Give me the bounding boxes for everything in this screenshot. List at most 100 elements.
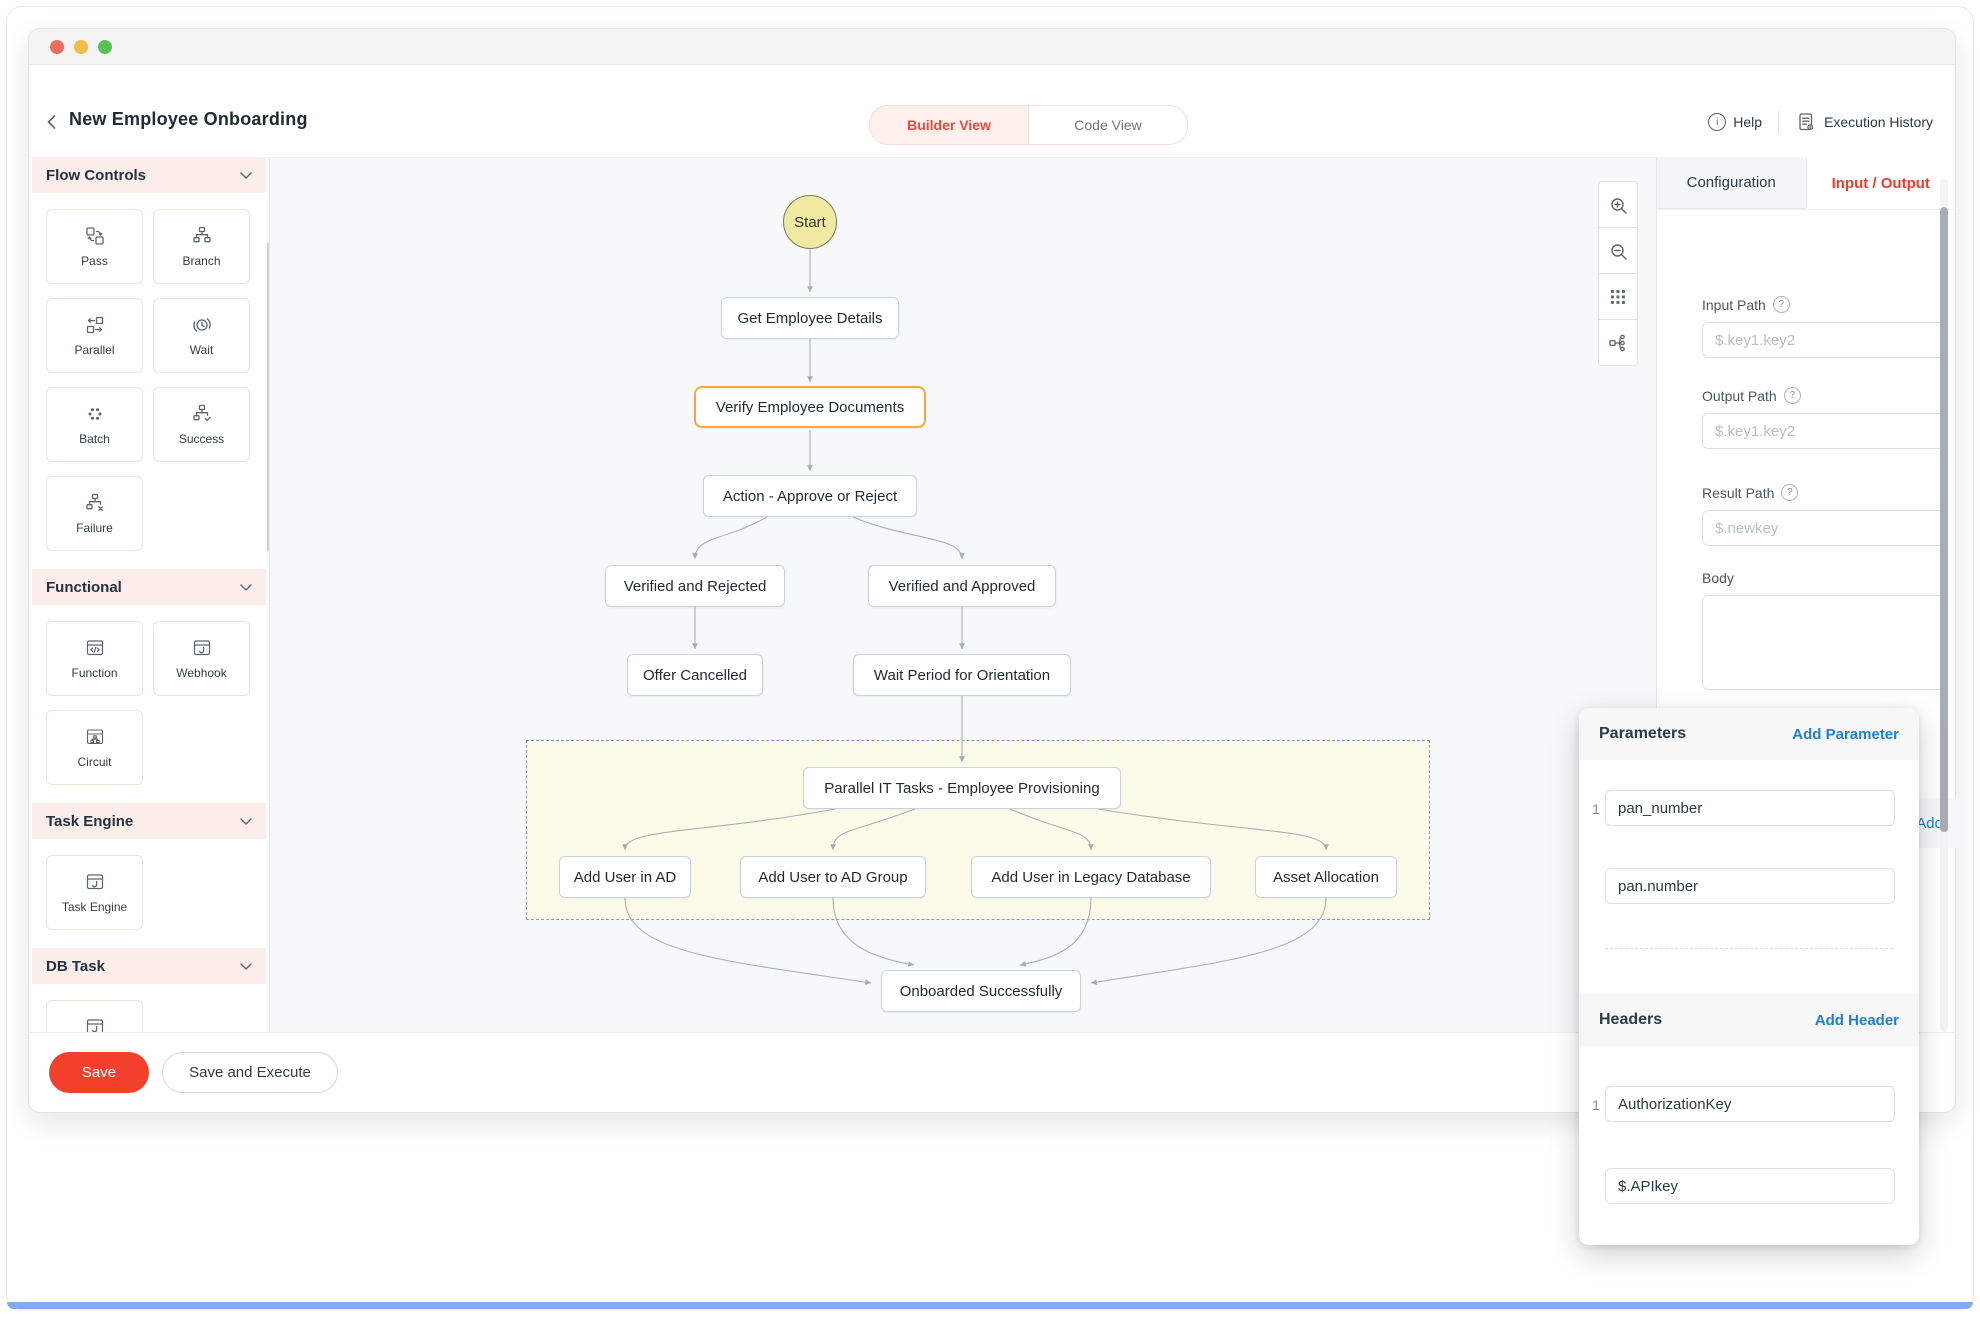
circuit-icon [86,729,103,745]
result-path-help-icon[interactable] [1781,484,1799,501]
result-path-field[interactable] [1702,510,1947,546]
parameters-title: Parameters [1599,725,1687,742]
parameter-row-index: 1 [1592,801,1600,817]
palette-item-webhook[interactable]: Webhook [153,621,250,696]
parameters-headers-popup: Parameters Add Parameter 1 Headers Add H… [1579,708,1919,1245]
window-titlebar [29,29,1955,65]
chevron-down-icon [240,962,252,970]
panel-scrollbar[interactable] [1940,179,1948,1032]
section-title: Flow Controls [46,166,146,184]
header-value-field[interactable] [1605,1168,1895,1204]
node-add-user-in-legacy-database[interactable]: Add User in Legacy Database [971,856,1211,898]
section-db-task[interactable]: DB Task [32,948,266,984]
node-add-user-to-ad-group[interactable]: Add User to AD Group [740,856,926,898]
execution-history-button[interactable]: Execution History [1795,111,1933,133]
palette-item-db-engine[interactable]: DB Engine [46,1000,143,1032]
tab-code-view[interactable]: Code View [1028,106,1187,144]
node-action-approve-or-reject[interactable]: Action - Approve or Reject [703,475,917,517]
palette-item-circuit[interactable]: Circuit [46,710,143,785]
node-parallel-it-tasks[interactable]: Parallel IT Tasks - Employee Provisionin… [803,767,1121,809]
zoom-in-button[interactable] [1598,181,1638,228]
palette-item-label: Pass [81,254,108,268]
popup-divider [1605,948,1893,949]
node-wait-period-for-orientation[interactable]: Wait Period for Orientation [853,654,1071,696]
output-path-help-icon[interactable] [1783,387,1801,404]
header-name-field[interactable] [1605,1086,1895,1122]
add-parameter-link[interactable]: Add Parameter [1792,725,1899,743]
output-path-field[interactable] [1702,413,1947,449]
save-button[interactable]: Save [49,1052,149,1093]
section-functional[interactable]: Functional [32,569,266,605]
input-path-help-icon[interactable] [1772,296,1790,313]
db-task-grid: DB Engine [32,984,266,1032]
tab-configuration[interactable]: Configuration [1657,157,1807,209]
palette-item-wait[interactable]: Wait [153,298,250,373]
headers-header-bar: Headers Add Header [1579,994,1919,1046]
task-engine-grid: Task Engine [32,839,266,948]
workflow-canvas[interactable]: Start Get Employee Details Verify Employ… [269,157,1657,1032]
palette-item-branch[interactable]: Branch [153,209,250,284]
node-start[interactable]: Start [783,195,837,249]
input-path-field[interactable] [1702,322,1947,358]
view-toggle: Builder View Code View [869,105,1188,145]
branch-icon [192,226,211,243]
maximize-window-icon[interactable] [98,39,112,54]
pass-icon [85,227,104,245]
success-icon [192,404,211,422]
chevron-down-icon [240,817,252,825]
batch-icon [88,408,101,420]
node-verified-and-rejected[interactable]: Verified and Rejected [605,565,785,607]
node-verified-and-approved[interactable]: Verified and Approved [868,565,1056,607]
grid-toggle-button[interactable] [1598,273,1638,320]
palette-item-parallel[interactable]: Parallel [46,298,143,373]
help-button[interactable]: Help [1708,113,1762,131]
palette-item-label: Circuit [77,755,112,769]
node-verify-employee-documents[interactable]: Verify Employee Documents [694,386,926,428]
palette-item-success[interactable]: Success [153,387,250,462]
chevron-down-icon [240,583,252,591]
palette-item-batch[interactable]: Batch [46,387,143,462]
palette-item-task-engine[interactable]: Task Engine [46,855,143,930]
page-frame: New Employee Onboarding Builder View Cod… [6,6,1974,1310]
header-actions: Help Execution History [1708,111,1933,133]
close-window-icon[interactable] [50,39,64,54]
section-title: DB Task [46,957,105,975]
execution-history-icon [1799,113,1814,131]
zoom-in-icon [1611,197,1627,214]
body-field[interactable] [1702,595,1947,690]
grid-icon [1611,289,1625,304]
node-get-employee-details[interactable]: Get Employee Details [721,297,899,339]
node-asset-allocation[interactable]: Asset Allocation [1255,856,1397,898]
zoom-out-icon [1611,243,1627,260]
palette-item-label: Batch [79,432,110,446]
node-onboarded-successfully[interactable]: Onboarded Successfully [881,970,1081,1012]
output-path-label: Output Path [1702,387,1777,404]
tab-builder-view[interactable]: Builder View [870,106,1028,144]
help-info-icon [1708,113,1727,131]
chevron-down-icon [240,171,252,179]
zoom-out-button[interactable] [1598,227,1638,274]
save-and-execute-button[interactable]: Save and Execute [162,1052,338,1093]
palette-item-failure[interactable]: Failure [46,476,143,551]
parameter-name-field[interactable] [1605,790,1895,826]
tab-input-output[interactable]: Input / Output [1806,157,1955,209]
input-path-label: Input Path [1702,296,1766,313]
back-button[interactable] [47,115,56,134]
component-palette: Flow Controls Pass Branch Parallel [32,157,266,1032]
back-chevron-icon [47,115,56,129]
execution-history-label: Execution History [1824,114,1933,130]
panel-scrollbar-thumb[interactable] [1940,207,1948,832]
node-offer-cancelled[interactable]: Offer Cancelled [627,654,763,696]
palette-item-function[interactable]: Function [46,621,143,696]
add-header-link[interactable]: Add Header [1814,1011,1899,1029]
section-flow-controls[interactable]: Flow Controls [32,157,266,193]
result-selector-add-link[interactable]: Add [1916,814,1943,832]
function-icon [86,640,103,656]
auto-layout-button[interactable] [1598,319,1638,366]
minimize-window-icon[interactable] [74,39,88,54]
node-add-user-in-ad[interactable]: Add User in AD [559,856,691,898]
section-task-engine[interactable]: Task Engine [32,803,266,839]
palette-item-pass[interactable]: Pass [46,209,143,284]
functional-grid: Function Webhook Circuit [32,605,266,803]
parameter-value-field[interactable] [1605,868,1895,904]
